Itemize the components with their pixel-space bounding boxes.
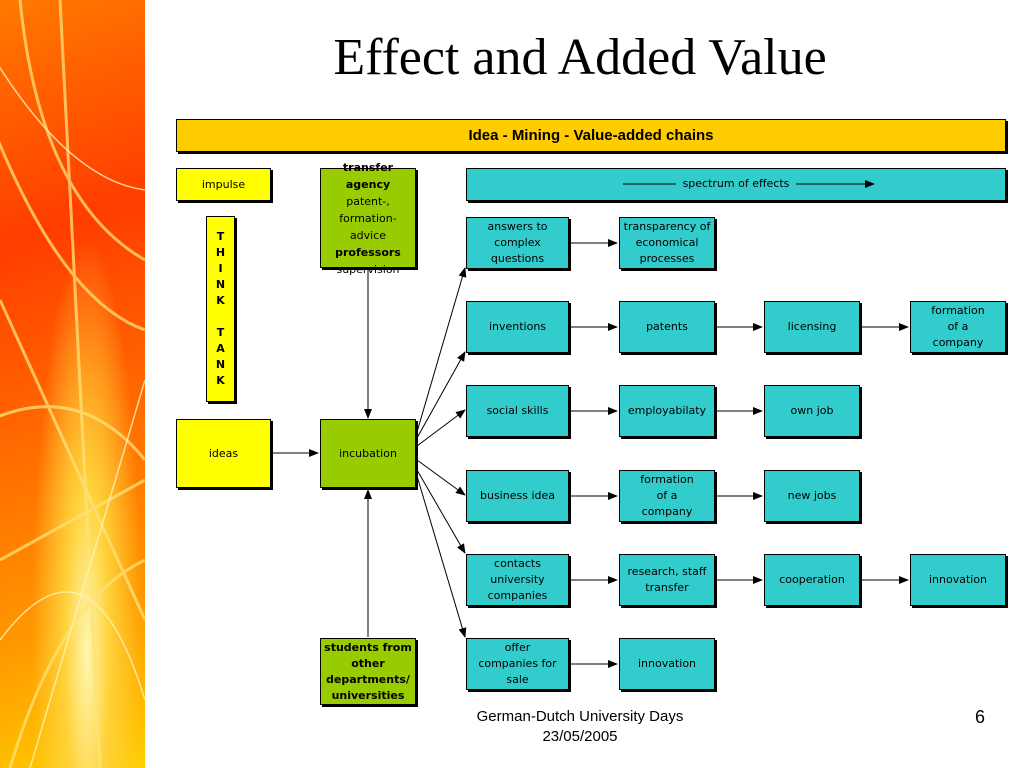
decorative-sidebar	[0, 0, 145, 768]
sidebar-light-streaks	[0, 0, 145, 768]
tank-letter: A	[216, 342, 225, 355]
offer-companies-box: offer companies for sale	[466, 638, 569, 690]
formation-company-box-2: formation of a company	[619, 470, 715, 522]
page-number: 6	[975, 707, 986, 727]
contacts-box: contacts university companies	[466, 554, 569, 606]
transfer-agency-box: transfer agency patent-, formation- advi…	[320, 161, 416, 276]
own-job-box: own job	[764, 385, 860, 437]
transparency-box: transparency of economical processes	[619, 217, 715, 269]
students-box: students from other departments/ univers…	[320, 638, 416, 705]
think-letter: I	[218, 262, 223, 275]
incubation-to-inventions-arrow	[416, 351, 466, 439]
ideas-box: ideas	[176, 419, 271, 488]
think-tank-box: T H I N K T A N K	[206, 216, 235, 402]
patents-box: patents	[619, 301, 715, 353]
think-letter: K	[216, 294, 225, 307]
licensing-box: licensing	[764, 301, 860, 353]
transfer-patent-label: patent-,	[346, 194, 390, 208]
cooperation-box: cooperation	[764, 554, 860, 606]
answers-box: answers to complex questions	[466, 217, 569, 269]
employability-box: employabilaty	[619, 385, 715, 437]
spectrum-label: spectrum of effects	[676, 177, 796, 190]
incubation-box: incubation	[320, 419, 416, 488]
footer-text: German-Dutch University Days 23/05/2005	[440, 707, 720, 747]
incubation-to-answers-arrow	[416, 267, 467, 433]
new-jobs-box: new jobs	[764, 470, 860, 522]
incubation-to-business-arrow	[416, 459, 466, 496]
think-letter: N	[215, 278, 226, 291]
impulse-box: impulse	[176, 168, 271, 201]
footer-event: German-Dutch University Days	[476, 708, 684, 725]
tank-letter: T	[216, 326, 225, 339]
formation-company-box: formation of a company	[910, 301, 1006, 353]
business-idea-box: business idea	[466, 470, 569, 522]
transfer-formation-label: formation- advice	[339, 211, 397, 242]
research-staff-box: research, staff transfer	[619, 554, 715, 606]
innovation-box: innovation	[910, 554, 1006, 606]
transfer-agency-label: transfer agency	[342, 160, 394, 191]
diagram-header: Idea - Mining - Value-added chains	[176, 119, 1006, 152]
transfer-professors-label: professors	[335, 245, 401, 259]
innovation-box-2: innovation	[619, 638, 715, 690]
incubation-to-social-arrow	[416, 409, 466, 447]
incubation-to-offer-arrow	[416, 475, 467, 638]
tank-letter: K	[216, 374, 225, 387]
tank-letter: N	[215, 358, 226, 371]
incubation-to-contacts-arrow	[416, 469, 466, 554]
think-letter: H	[215, 246, 226, 259]
footer-date: 23/05/2005	[542, 728, 618, 745]
social-skills-box: social skills	[466, 385, 569, 437]
slide-title: Effect and Added Value	[333, 29, 827, 86]
think-letter: T	[216, 230, 225, 243]
inventions-box: inventions	[466, 301, 569, 353]
